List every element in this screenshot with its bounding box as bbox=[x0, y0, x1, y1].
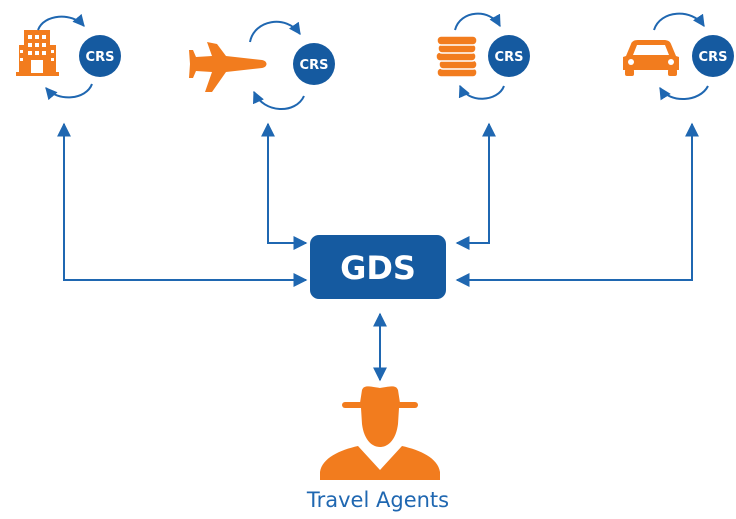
gds-box bbox=[310, 235, 446, 299]
crs-label: CRS bbox=[699, 50, 728, 65]
car-icon bbox=[623, 40, 679, 76]
crs-badge bbox=[293, 43, 335, 85]
connector-hotel-gds bbox=[57, 122, 308, 287]
coin-stack-icon bbox=[435, 35, 478, 78]
connectors bbox=[57, 122, 699, 382]
gds-label: GDS bbox=[340, 249, 416, 287]
airplane-icon bbox=[189, 42, 267, 92]
connector-car-gds bbox=[455, 122, 699, 287]
crs-cycle-arrows bbox=[249, 20, 305, 110]
crs-cycle-arrows bbox=[37, 13, 93, 101]
gds-node: GDS bbox=[310, 235, 446, 299]
connector-coins-gds bbox=[455, 122, 496, 250]
travel-agents-label: Travel Agents bbox=[306, 488, 449, 512]
travel-agents-node: Travel Agents bbox=[306, 386, 449, 512]
supplier-coins: CRS bbox=[435, 12, 530, 100]
supplier-airline: CRS bbox=[189, 20, 335, 110]
crs-badge bbox=[692, 35, 734, 77]
hotel-icon bbox=[16, 30, 59, 76]
connector-airline-gds bbox=[261, 122, 308, 250]
supplier-hotel: CRS bbox=[16, 13, 121, 101]
crs-cycle-arrows bbox=[454, 12, 505, 100]
travel-agent-icon bbox=[320, 386, 440, 480]
crs-badge bbox=[488, 35, 530, 77]
crs-badge bbox=[79, 35, 121, 77]
crs-cycle-arrows bbox=[653, 12, 709, 101]
crs-label: CRS bbox=[300, 58, 329, 73]
supplier-car: CRS bbox=[623, 12, 734, 101]
crs-label: CRS bbox=[86, 50, 115, 65]
crs-label: CRS bbox=[495, 50, 524, 65]
